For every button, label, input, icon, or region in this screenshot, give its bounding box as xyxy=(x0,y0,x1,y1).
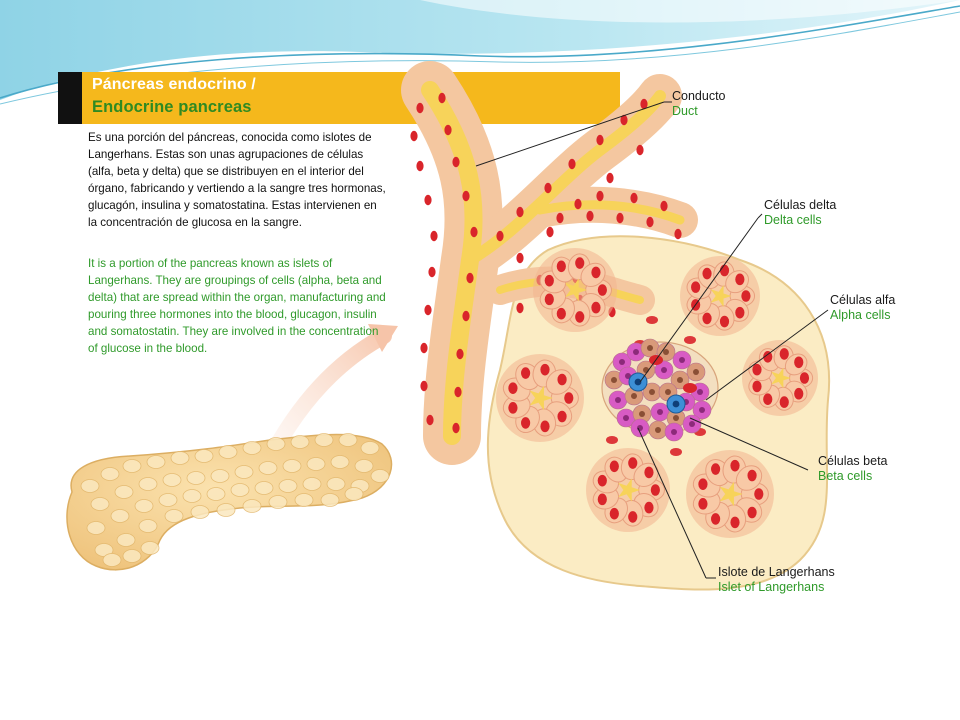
islet-leader xyxy=(637,427,707,579)
label-delta-cells: Células delta Delta cells xyxy=(764,198,837,227)
duct-leader xyxy=(475,101,665,167)
description-english: It is a portion of the pancreas known as… xyxy=(88,257,386,356)
title-english: Endocrine pancreas xyxy=(92,98,252,116)
beta-leader xyxy=(689,417,809,471)
label-beta-cells: Células beta Beta cells xyxy=(818,454,888,483)
leader-lines xyxy=(475,101,829,579)
description-spanish: Es una porción del páncreas, conocida co… xyxy=(88,131,386,230)
alpha-leader xyxy=(705,309,829,401)
magnify-arrow-head xyxy=(368,324,398,352)
label-duct: Conducto Duct xyxy=(672,89,726,118)
title-bar-accent xyxy=(58,72,82,124)
pancreas-organ xyxy=(66,433,393,571)
title-spanish: Páncreas endocrino / xyxy=(92,76,256,93)
delta-leader xyxy=(639,217,759,383)
label-alpha-cells: Células alfa Alpha cells xyxy=(830,293,896,322)
islet-of-langerhans xyxy=(601,338,719,442)
label-islet: Islote de Langerhans Islet of Langerhans xyxy=(718,565,835,594)
acini-group xyxy=(496,248,818,538)
title-bar xyxy=(58,72,620,124)
